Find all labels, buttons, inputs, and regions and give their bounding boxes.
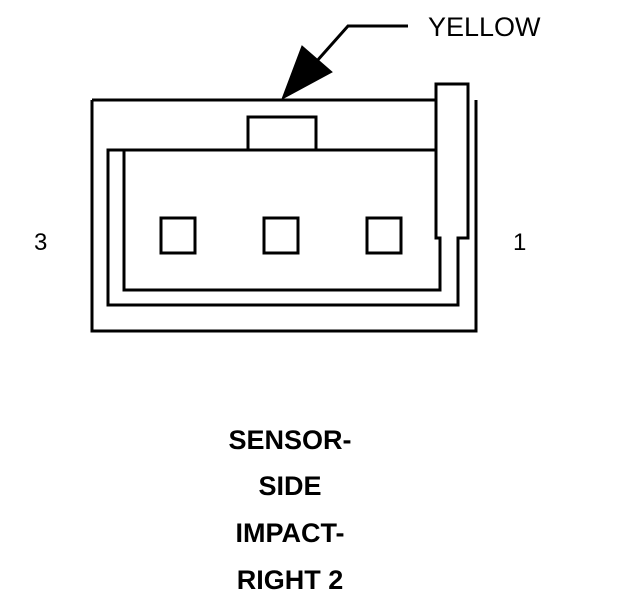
locking-tab <box>246 115 318 153</box>
caption-line-3: IMPACT- <box>235 518 345 548</box>
pin-number-left: 3 <box>34 229 47 256</box>
caption-line-2: SIDE <box>258 471 322 501</box>
caption-line-4: RIGHT 2 <box>236 565 344 595</box>
terminal-cavity-2 <box>262 216 300 255</box>
caption-line-1: SENSOR- <box>228 425 352 455</box>
callout-arrowhead <box>281 45 333 101</box>
pin-number-right: 1 <box>513 229 526 256</box>
terminal-cavity-3 <box>159 216 197 255</box>
callout-leader-line <box>314 24 408 63</box>
callout-wire-color-label: YELLOW <box>428 12 541 42</box>
connector-housing-outline <box>90 98 478 333</box>
connector-inner-cavity <box>122 150 442 292</box>
terminal-cavity-1 <box>365 216 403 255</box>
